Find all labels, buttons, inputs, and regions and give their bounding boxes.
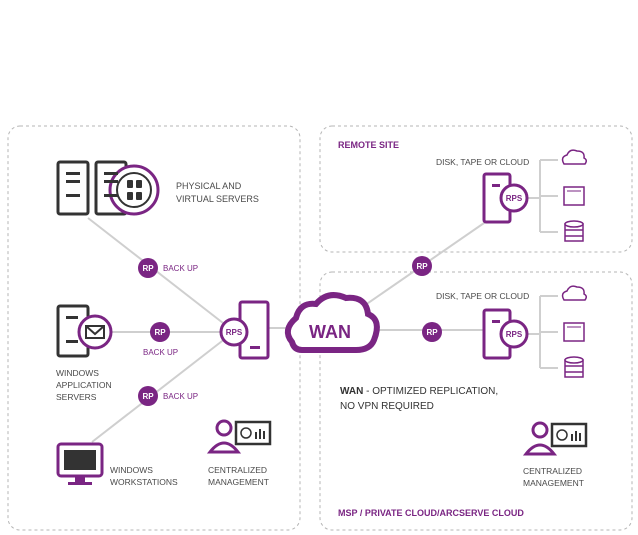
dashboard-icon xyxy=(234,420,272,446)
remote-site-title: REMOTE SITE xyxy=(338,140,399,150)
svg-text:RP: RP xyxy=(142,392,154,401)
monitor-icon xyxy=(56,442,104,485)
physical-servers-label-2: VIRTUAL SERVERS xyxy=(176,194,259,204)
rp-badge-1: RP xyxy=(138,258,158,278)
central-label-1: CENTRALIZED xyxy=(208,465,267,475)
remote-site-panel xyxy=(319,125,633,253)
windows-app-label-3: SERVERS xyxy=(56,392,97,402)
wan-replication-text: WAN - OPTIMIZED REPLICATION, xyxy=(340,386,498,397)
app-server-details xyxy=(66,316,78,343)
wan-label: WAN xyxy=(309,322,351,342)
dashboard-icon xyxy=(550,422,588,448)
windows-app-label-2: APPLICATION xyxy=(56,380,112,390)
msp-panel xyxy=(319,271,633,531)
backup-label-2: BACK UP xyxy=(143,348,178,357)
mail-icon xyxy=(85,325,105,339)
windows-app-server-icon xyxy=(56,304,113,358)
rp-badge-2: RP xyxy=(150,322,170,342)
svg-text:RPS: RPS xyxy=(506,330,523,339)
svg-text:RP: RP xyxy=(142,264,154,273)
rps-server-icon: RPS xyxy=(219,300,270,360)
remote-storage-label: DISK, TAPE OR CLOUD xyxy=(436,157,529,167)
wan-cloud-icon: WAN xyxy=(284,292,380,353)
wan-replication-text-2: NO VPN REQUIRED xyxy=(340,401,434,412)
backup-label-1: BACK UP xyxy=(163,264,198,273)
server-details xyxy=(66,172,142,200)
remote-rps-icon: RPS xyxy=(482,172,529,224)
backup-label-3: BACK UP xyxy=(163,392,198,401)
msp-central-label-1: CENTRALIZED xyxy=(523,466,582,476)
disk-icon xyxy=(564,356,584,378)
msp-central-label-2: MANAGEMENT xyxy=(523,478,584,488)
physical-servers-icon xyxy=(56,160,160,216)
windows-app-label-1: WINDOWS xyxy=(56,368,99,378)
rp-badge-remote: RP xyxy=(412,256,432,276)
person-icon xyxy=(522,421,558,456)
person-icon xyxy=(206,419,242,454)
svg-text:RP: RP xyxy=(416,262,428,271)
cloud-icon xyxy=(561,285,588,301)
connection-lines xyxy=(87,159,558,443)
svg-text:RPS: RPS xyxy=(226,328,243,337)
svg-text:RP: RP xyxy=(154,328,166,337)
tape-icon xyxy=(563,186,585,206)
workstations-label-1: WINDOWS xyxy=(110,465,153,475)
svg-text:RP: RP xyxy=(426,328,438,337)
msp-footer: MSP / PRIVATE CLOUD/ARCSERVE CLOUD xyxy=(338,508,524,518)
tape-icon xyxy=(563,322,585,342)
workstations-label-2: WORKSTATIONS xyxy=(110,477,178,487)
cloud-icon xyxy=(561,149,588,165)
central-label-2: MANAGEMENT xyxy=(208,477,269,487)
disk-icon xyxy=(564,220,584,242)
svg-text:RPS: RPS xyxy=(506,194,523,203)
msp-rp-badge: RP xyxy=(422,322,442,342)
physical-servers-label-1: PHYSICAL AND xyxy=(176,181,242,191)
rp-badge-3: RP xyxy=(138,386,158,406)
msp-rps-icon: RPS xyxy=(482,308,529,360)
msp-storage-label: DISK, TAPE OR CLOUD xyxy=(436,291,529,301)
